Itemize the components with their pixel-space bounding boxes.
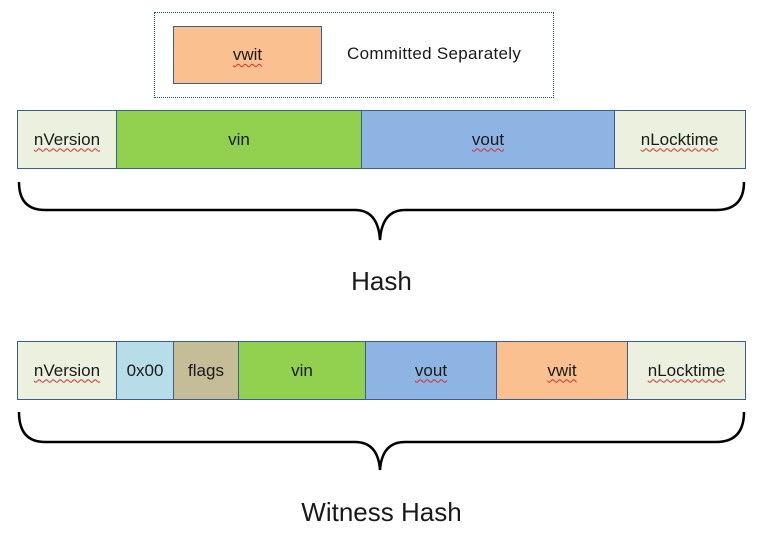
legend-box	[154, 12, 554, 98]
field-label: flags	[188, 360, 224, 380]
field-nlocktime: nLocktime	[613, 110, 746, 169]
field-flags: flags	[173, 341, 239, 400]
field-vwit: vwit	[495, 341, 629, 400]
legend-description: Committed Separately	[347, 44, 522, 63]
witness-hash-structure-row: nVersion 0x00 flags vin vout vwit nLocktime	[17, 341, 747, 400]
field-vin: vin	[237, 341, 367, 400]
field-nversion: nVersion	[17, 110, 117, 169]
field-label: nVersion	[33, 129, 101, 149]
field-nversion: nVersion	[17, 341, 117, 400]
field-0x00: 0x00	[115, 341, 175, 400]
field-label: nLocktime	[640, 129, 719, 149]
field-nlocktime: nLocktime	[627, 341, 746, 400]
hash-structure-row: nVersion vin vout nLocktime	[17, 110, 747, 169]
field-vin: vin	[115, 110, 363, 169]
legend-swatch-vwit: vwit	[173, 26, 322, 84]
field-label: 0x00	[126, 360, 164, 380]
legend-swatch-label: vwit	[232, 45, 263, 64]
field-label: vout	[414, 360, 448, 380]
field-label: nLocktime	[647, 360, 726, 380]
field-label: vwit	[547, 360, 577, 380]
hash-caption: Hash	[351, 266, 412, 296]
field-vout: vout	[361, 110, 615, 169]
witness-hash-caption: Witness Hash	[301, 497, 462, 527]
field-vout: vout	[365, 341, 497, 400]
field-label: vin	[228, 129, 250, 149]
field-label: vout	[471, 129, 505, 149]
field-label: nVersion	[33, 360, 101, 380]
field-label: vin	[291, 360, 313, 380]
